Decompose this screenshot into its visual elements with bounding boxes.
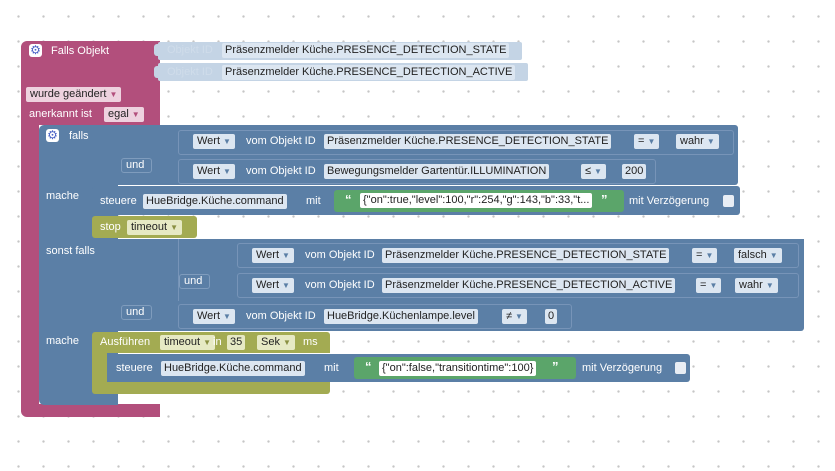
control-label: steuere bbox=[100, 195, 137, 207]
gear-icon[interactable] bbox=[29, 42, 42, 58]
number-field[interactable]: 200 bbox=[622, 164, 647, 179]
operator-dropdown[interactable]: = bbox=[692, 248, 718, 263]
if-label: falls bbox=[69, 130, 89, 142]
object-id-field[interactable]: Präsenzmelder Küche.PRESENCE_DETECTION_A… bbox=[382, 278, 676, 293]
from-object-label: vom Objekt ID bbox=[246, 310, 316, 322]
object-id-field[interactable]: Präsenzmelder Küche.PRESENCE_DETECTION_S… bbox=[324, 134, 612, 149]
object-id-field[interactable]: HueBridge.Küche.command bbox=[143, 194, 287, 209]
delay-checkbox[interactable] bbox=[675, 362, 686, 374]
open-quote-icon: “ bbox=[345, 192, 352, 207]
and-operator-dropdown[interactable] bbox=[121, 305, 152, 320]
object-id-field[interactable]: Bewegungsmelder Gartentür.ILLUMINATION bbox=[324, 164, 550, 179]
timer-dropdown[interactable]: timeout bbox=[127, 220, 182, 235]
object-id-field[interactable]: HueBridge.Küchenlampe.level bbox=[324, 309, 478, 324]
value-dropdown[interactable]: Wert bbox=[193, 164, 235, 179]
run-label: Ausführen bbox=[100, 336, 151, 348]
and-operator-dropdown[interactable] bbox=[121, 158, 152, 173]
value-dropdown[interactable]: Wert bbox=[193, 309, 235, 324]
object-id-field[interactable]: Präsenzmelder Küche.PRESENCE_DETECTION_A… bbox=[222, 65, 516, 80]
control-label: steuere bbox=[116, 362, 153, 374]
ack-label: anerkannt ist bbox=[29, 108, 92, 120]
ms-label: ms bbox=[303, 336, 318, 348]
object-id-field[interactable]: Präsenzmelder Küche.PRESENCE_DETECTION_S… bbox=[382, 248, 670, 263]
stop-label: stop bbox=[100, 221, 121, 233]
timer-dropdown[interactable]: timeout bbox=[160, 335, 215, 350]
and-label: und bbox=[126, 159, 145, 171]
string-field[interactable]: {"on":false,"transitiontime":100} bbox=[379, 361, 537, 376]
value-dropdown[interactable]: Wert bbox=[252, 248, 294, 263]
object-id-label: Objekt ID bbox=[167, 66, 213, 78]
object-id-field[interactable]: Präsenzmelder Küche.PRESENCE_DETECTION_S… bbox=[222, 43, 510, 58]
close-quote-icon: ” bbox=[552, 359, 559, 374]
then-label-2: mache bbox=[46, 335, 80, 347]
trigger-label: Falls Objekt bbox=[51, 45, 110, 57]
from-object-label: vom Objekt ID bbox=[305, 249, 375, 261]
ack-dropdown[interactable]: egal bbox=[104, 107, 144, 122]
operator-dropdown[interactable]: ≤ bbox=[581, 164, 606, 179]
from-object-label: vom Objekt ID bbox=[246, 135, 316, 147]
unit-dropdown[interactable]: Sek bbox=[257, 335, 295, 350]
number-field[interactable]: 0 bbox=[545, 309, 558, 324]
run-timeout-spine bbox=[92, 350, 107, 390]
from-object-label: vom Objekt ID bbox=[305, 279, 375, 291]
close-quote-icon: ” bbox=[601, 192, 608, 207]
elseif-label: sonst falls bbox=[46, 245, 95, 257]
operator-dropdown[interactable]: ≠ bbox=[502, 309, 527, 324]
and-operator-dropdown[interactable] bbox=[179, 274, 210, 289]
boolean-dropdown[interactable]: wahr bbox=[735, 278, 778, 293]
with-label: mit bbox=[324, 362, 339, 374]
delay-label: mit Verzögerung bbox=[629, 195, 710, 207]
boolean-dropdown[interactable]: falsch bbox=[734, 248, 782, 263]
delay-checkbox[interactable] bbox=[723, 195, 734, 207]
string-field[interactable]: {"on":true,"level":100,"r":254,"g":143,"… bbox=[360, 193, 593, 208]
in-label: in bbox=[213, 336, 222, 348]
input-connector bbox=[154, 66, 159, 78]
change-mode-dropdown[interactable]: wurde geändert bbox=[26, 87, 122, 102]
trigger-block-bottom bbox=[21, 404, 160, 417]
and-label: und bbox=[184, 275, 203, 287]
then-label: mache bbox=[46, 190, 80, 202]
run-timeout-bottom bbox=[92, 382, 330, 394]
operator-dropdown[interactable]: = bbox=[634, 134, 660, 149]
object-id-field[interactable]: HueBridge.Küche.command bbox=[161, 361, 305, 376]
value-dropdown[interactable]: Wert bbox=[252, 278, 294, 293]
open-quote-icon: “ bbox=[365, 359, 372, 374]
and-label: und bbox=[126, 306, 145, 318]
trigger-block-spine bbox=[21, 120, 39, 410]
value-dropdown[interactable]: Wert bbox=[193, 134, 235, 149]
input-connector bbox=[154, 44, 159, 56]
from-object-label: vom Objekt ID bbox=[246, 165, 316, 177]
delay-amount-field[interactable]: 35 bbox=[227, 335, 246, 350]
object-id-label: Objekt ID bbox=[167, 44, 213, 56]
operator-dropdown[interactable]: = bbox=[696, 278, 722, 293]
with-label: mit bbox=[306, 195, 321, 207]
delay-label: mit Verzögerung bbox=[582, 362, 663, 374]
boolean-dropdown[interactable]: wahr bbox=[676, 134, 719, 149]
gear-icon[interactable] bbox=[46, 127, 59, 143]
